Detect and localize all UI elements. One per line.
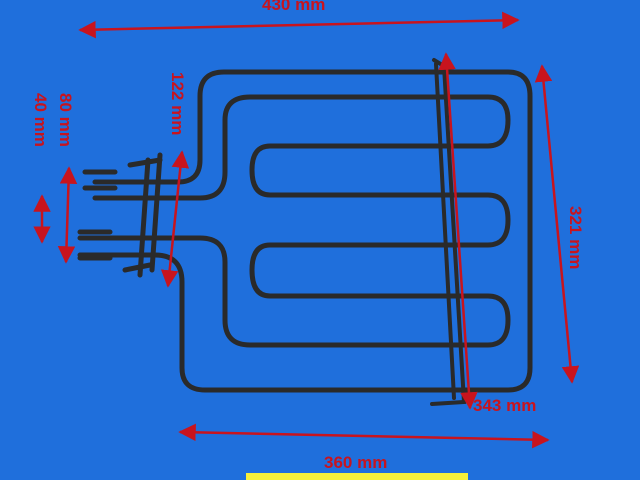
dimension-arrow-connector-depth [160,150,190,288]
mounting-flange [77,152,163,278]
label-connector-depth: 122 mm [168,72,187,135]
inner-heating-loop [77,94,511,348]
dimension-arrow-bottom-width [178,423,550,449]
dimension-arrow-overall-width [78,11,520,39]
dimension-arrow-height [534,64,580,384]
label-terminal-gap: 40 mm [31,93,50,147]
label-terminal-span: 80 mm [56,93,75,147]
label-overall-width: 430 mm [262,0,325,14]
outer-heating-loop [77,69,533,393]
yellow-highlight-bar [246,473,468,480]
label-height: 321 mm [566,206,585,269]
label-bracket-height: 343 mm [473,396,536,415]
dimension-arrow-terminal-span [57,166,78,264]
dimension-arrow-bracket-height [438,52,478,410]
label-bottom-width: 360 mm [324,453,387,472]
